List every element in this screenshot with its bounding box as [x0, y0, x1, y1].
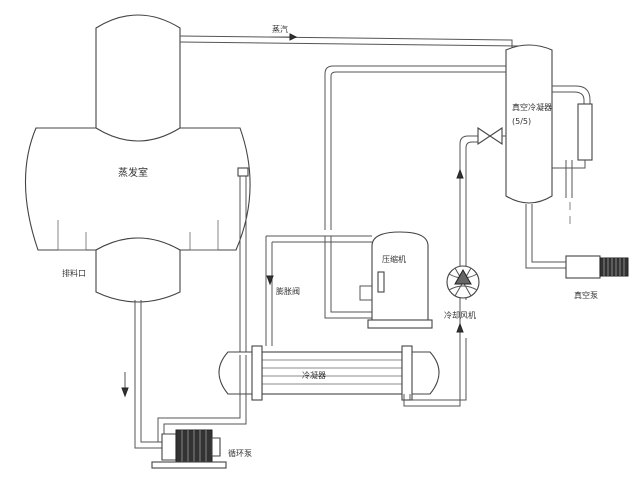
- motor-icon: [599, 257, 629, 277]
- vacuum-pump-label: 真空泵: [574, 290, 598, 300]
- valve-icon: [489, 126, 503, 146]
- valve-icon: [477, 126, 491, 146]
- evaporation-chamber: 蒸发室 排料口: [24, 14, 251, 449]
- steam-line: 蒸汽: [179, 24, 519, 52]
- vacuum-pump: 真空泵: [565, 255, 629, 300]
- evaporation-chamber-label: 蒸发室: [118, 166, 148, 179]
- arrow-icon: [121, 387, 129, 398]
- compressor: 压缩机: [266, 65, 506, 329]
- condenser-hx-label: 冷凝器: [302, 370, 326, 380]
- circulation-pump-label: 循环泵: [228, 448, 252, 458]
- condenser-hx: 冷凝器 膨胀阀: [157, 236, 467, 442]
- expansion-valve-label: 膨胀阀: [276, 286, 300, 296]
- drain-outlet-label: 排料口: [62, 268, 86, 278]
- cooling-fan: 冷却风机: [444, 126, 506, 338]
- svg-text:(5/5): (5/5): [512, 117, 531, 126]
- vacuum-condenser: 真空冷凝器 (5/5): [505, 44, 593, 269]
- compressor-label: 压缩机: [382, 254, 406, 264]
- steam-line-label: 蒸汽: [272, 24, 288, 34]
- vacuum-condenser-label: 真空冷凝器: [512, 102, 552, 112]
- circulation-pump: 循环泵: [151, 429, 252, 469]
